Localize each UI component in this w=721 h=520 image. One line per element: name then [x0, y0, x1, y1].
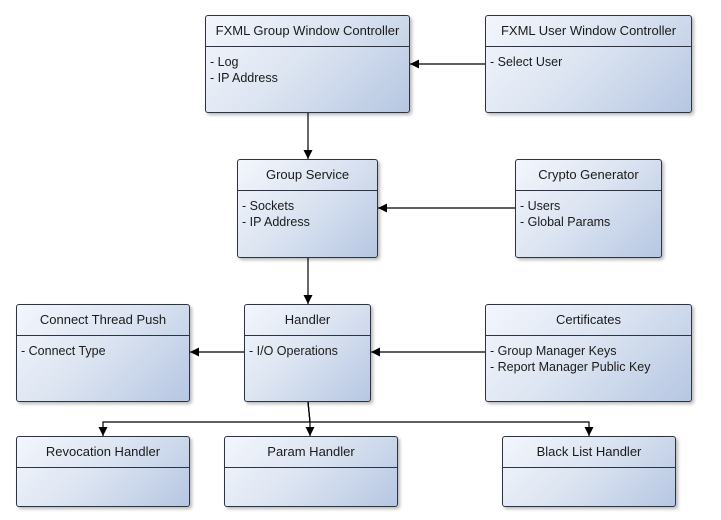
- connect-thread-push-attributes: - Connect Type: [17, 336, 189, 359]
- connect-thread-push-title: Connect Thread Push: [17, 305, 189, 336]
- connect-thread-push-box: Connect Thread Push - Connect Type: [16, 304, 190, 402]
- fxml-group-attr-ip-address: - IP Address: [210, 71, 278, 85]
- crypto-generator-box: Crypto Generator - Users - Global Params: [515, 159, 662, 258]
- group-service-attr-sockets: - Sockets: [242, 199, 295, 213]
- param-handler-title: Param Handler: [225, 437, 397, 468]
- fxml-user-window-controller-box: FXML User Window Controller - Select Use…: [485, 15, 692, 113]
- crypto-generator-attr-global-params: - Global Params: [520, 215, 611, 229]
- connect-thread-push-attr-connect-type: - Connect Type: [21, 344, 106, 358]
- crypto-generator-attributes: - Users - Global Params: [516, 191, 661, 230]
- fxml-group-window-controller-attributes: - Log - IP Address: [206, 47, 409, 86]
- arrow-handler-to-black-list-handler: [307, 401, 594, 436]
- crypto-generator-title: Crypto Generator: [516, 160, 661, 191]
- certificates-attributes: - Group Manager Keys - Report Manager Pu…: [486, 336, 691, 375]
- revocation-handler-box: Revocation Handler: [16, 436, 190, 507]
- group-service-attributes: - Sockets - IP Address: [238, 191, 377, 230]
- crypto-generator-attr-users: - Users: [520, 199, 561, 213]
- black-list-handler-title: Black List Handler: [503, 437, 675, 468]
- fxml-user-window-controller-attributes: - Select User: [486, 47, 691, 70]
- fxml-group-window-controller-title: FXML Group Window Controller: [206, 16, 409, 47]
- fxml-user-attr-select-user: - Select User: [490, 55, 563, 69]
- param-handler-box: Param Handler: [224, 436, 398, 507]
- handler-title: Handler: [245, 305, 370, 336]
- arrow-handler-to-revocation-handler: [98, 401, 311, 436]
- black-list-handler-box: Black List Handler: [502, 436, 676, 507]
- handler-box: Handler - I/O Operations: [244, 304, 371, 402]
- certificates-title: Certificates: [486, 305, 691, 336]
- fxml-group-window-controller-box: FXML Group Window Controller - Log - IP …: [205, 15, 410, 113]
- certificates-attr-report-manager-public-key: - Report Manager Public Key: [490, 360, 651, 374]
- handler-attr-io-operations: - I/O Operations: [249, 344, 338, 358]
- fxml-user-window-controller-title: FXML User Window Controller: [486, 16, 691, 47]
- certificates-box: Certificates - Group Manager Keys - Repo…: [485, 304, 692, 402]
- revocation-handler-title: Revocation Handler: [17, 437, 189, 468]
- group-service-title: Group Service: [238, 160, 377, 191]
- group-service-box: Group Service - Sockets - IP Address: [237, 159, 378, 258]
- group-service-attr-ip-address: - IP Address: [242, 215, 310, 229]
- certificates-attr-group-manager-keys: - Group Manager Keys: [490, 344, 617, 358]
- fxml-group-attr-log: - Log: [210, 55, 239, 69]
- handler-attributes: - I/O Operations: [245, 336, 370, 359]
